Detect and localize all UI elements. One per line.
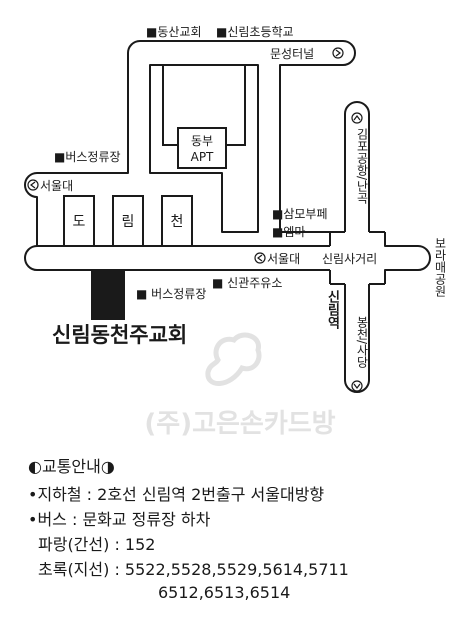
watermark-text: (주)고은손카드방 <box>144 409 335 439</box>
transport-guide-title: 교통안내 <box>41 457 101 476</box>
road-top-outline <box>127 40 356 233</box>
church-location-block <box>91 270 125 320</box>
building-cheon <box>161 195 193 247</box>
arrow-north-icon <box>351 112 363 124</box>
subway-info: •지하철 : 2호선 신림역 2번출구 서울대방향 <box>28 485 325 504</box>
dongbu-apt-building <box>177 127 227 169</box>
sillim-sageori-label: 신림사거리 <box>322 252 377 266</box>
dongbu-apt-label-2: APT <box>191 150 214 164</box>
green-bus-info-1: 초록(지선) : 5522,5528,5529,5614,5711 <box>38 560 349 579</box>
arrow-east-chevron-icon <box>335 49 341 57</box>
building-do <box>63 195 95 247</box>
dongbu-apt-label-1: 동부 <box>191 134 213 148</box>
transport-guide-heading: ◐교통안내◑ <box>28 456 115 478</box>
sillim-elementary-label: ■신림초등학교 <box>216 25 294 39</box>
sammo-bupe-label: ■삼모부페 <box>272 207 328 221</box>
seoul-univ-right-label: 서울대 <box>267 252 300 266</box>
building-do-label: 도 <box>73 214 86 230</box>
bus-info: •버스 : 문화교 정류장 하차 <box>28 510 211 529</box>
half-circle-left-icon: ◐ <box>28 457 42 476</box>
arrow-south-icon <box>351 380 363 392</box>
bongcheon-sadang-label: 봉천/사당 <box>355 316 369 368</box>
singwan-gas-label: ■ 신관주유소 <box>212 276 282 290</box>
intersection-stubs <box>330 231 385 285</box>
road-east <box>384 232 431 284</box>
bus-stop-top-label: ■버스정류장 <box>54 150 121 164</box>
road-top-inner <box>149 64 259 233</box>
company-logo-watermark: (주)고은손카드방 <box>144 332 336 439</box>
road-ns-south <box>344 284 370 393</box>
building-rim <box>112 195 144 247</box>
munseong-tunnel-label: 문성터널 <box>270 47 314 61</box>
arrow-east-icon <box>332 47 344 59</box>
road-left-upper <box>37 138 129 174</box>
logo-mark-icon <box>205 332 262 386</box>
road-left-end <box>24 172 38 246</box>
building-cheon-label: 천 <box>171 214 184 230</box>
arrow-north-chevron-icon <box>353 115 361 121</box>
arrow-west-chevron-icon <box>30 181 36 189</box>
sillim-station-label: 신림역 <box>325 290 340 330</box>
dongsan-church-label: ■동산교회 <box>146 25 202 39</box>
road-left-inner <box>149 138 245 233</box>
road-main-south <box>24 245 330 271</box>
bus-stop-bottom-label: ■ 버스정류장 <box>136 287 206 301</box>
arrow-west-right-chevron-icon <box>257 254 263 262</box>
boramae-park-label: 보라매공원 <box>433 237 447 297</box>
seoul-univ-left-label: 서울대 <box>40 179 73 193</box>
green-bus-info-2: 6512,6513,6514 <box>158 583 291 602</box>
gimpo-airport-label: 김포공항/난곡 <box>355 128 369 204</box>
arrow-west-icon <box>27 179 39 191</box>
half-circle-right-icon: ◑ <box>100 457 115 476</box>
blue-bus-info: 파랑(간선) : 152 <box>38 535 156 554</box>
building-rim-label: 림 <box>122 214 135 230</box>
road-ns-north <box>344 101 370 232</box>
location-map: 동부 APT 도 림 천 ■동산교회 ■신림초등학교 문성터널 ■버스정류장 서… <box>24 25 447 439</box>
church-name-label: 신림동천주교회 <box>52 323 187 347</box>
arrow-west-right-icon <box>254 252 266 264</box>
emma-label: ■엠마 <box>272 225 305 239</box>
arrow-south-chevron-icon <box>353 383 361 389</box>
